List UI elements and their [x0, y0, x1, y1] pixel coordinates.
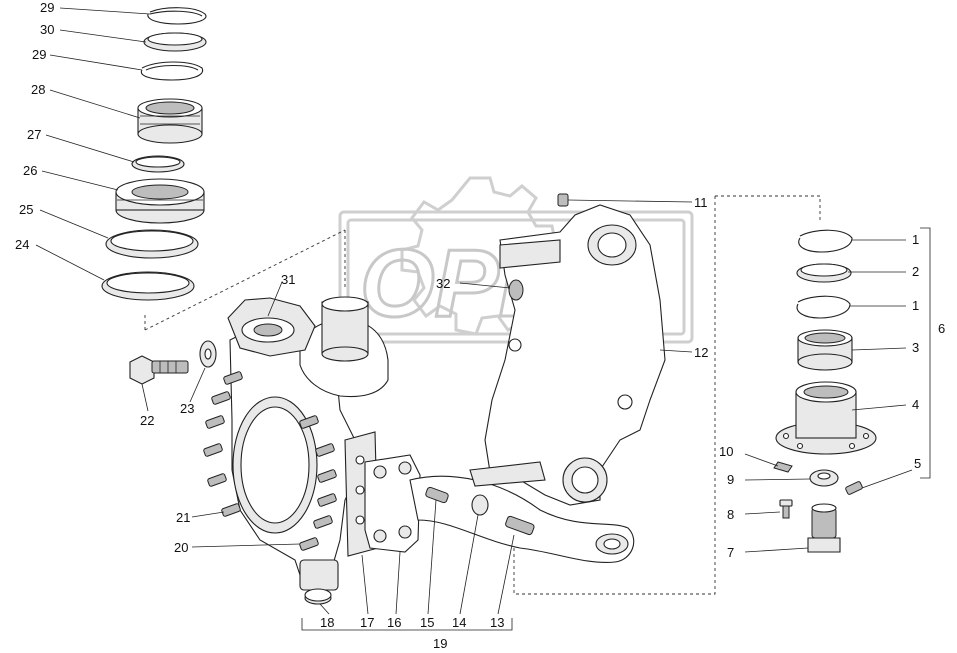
part-11-screw — [557, 193, 569, 207]
callout-1-second: 1 — [912, 298, 919, 313]
part-29-snap-ring-second — [140, 61, 204, 81]
callout-30: 30 — [40, 22, 54, 37]
callout-29-second: 29 — [32, 47, 46, 62]
steering-arm — [364, 454, 635, 563]
part-24-ring — [101, 271, 195, 301]
part-27-ring — [131, 155, 185, 173]
dash-right-2 — [513, 196, 716, 595]
callout-27: 27 — [27, 127, 41, 142]
part-30-ring — [143, 32, 207, 52]
callout-31: 31 — [281, 272, 295, 287]
part-26-thrust-bearing — [115, 178, 205, 224]
callout-3: 3 — [912, 340, 919, 355]
callout-21: 21 — [176, 510, 190, 525]
part-29-snap-ring-top — [147, 7, 207, 25]
callout-18: 18 — [320, 615, 334, 630]
callout-23: 23 — [180, 401, 194, 416]
callout-1: 1 — [912, 232, 919, 247]
part-32-ring — [508, 279, 524, 301]
right-stack — [773, 229, 877, 553]
callout-labels: 29 30 29 28 27 26 25 24 31 32 11 12 22 2… — [15, 0, 945, 651]
part-4-flanged-housing — [775, 381, 877, 455]
dash-left-2 — [144, 229, 346, 331]
dash-right-1 — [715, 195, 821, 222]
callout-10: 10 — [719, 444, 733, 459]
callout-25: 25 — [19, 202, 33, 217]
callout-11: 11 — [694, 195, 708, 210]
callout-26: 26 — [23, 163, 37, 178]
callout-15: 15 — [420, 615, 434, 630]
callout-13: 13 — [490, 615, 504, 630]
callout-6: 6 — [938, 321, 945, 336]
callout-19: 19 — [433, 636, 447, 651]
callout-17: 17 — [360, 615, 374, 630]
part-10-clip — [773, 461, 793, 473]
part-23-washer — [199, 340, 217, 368]
part-14-bushing — [471, 494, 489, 516]
left-stack — [101, 7, 207, 301]
part-9-nut — [809, 469, 839, 487]
part-7-plug — [807, 503, 841, 553]
callout-20: 20 — [174, 540, 188, 555]
callout-28: 28 — [31, 82, 45, 97]
part-16-plate — [364, 454, 421, 553]
part-8-screw — [779, 499, 793, 519]
callout-4: 4 — [912, 397, 919, 412]
callout-29: 29 — [40, 0, 54, 15]
part-3-needle-bearing — [797, 329, 853, 371]
part-12-knuckle — [469, 193, 666, 506]
part-15-pin — [425, 486, 449, 504]
bracket-19 — [301, 618, 513, 631]
part-13-stud — [505, 515, 535, 536]
part-18-plug — [304, 588, 332, 605]
callout-12: 12 — [694, 345, 708, 360]
part-1-snap-ring-top — [798, 229, 853, 253]
callout-2: 2 — [912, 264, 919, 279]
callout-32: 32 — [436, 276, 450, 291]
callout-22: 22 — [140, 413, 154, 428]
part-5-grease-fitting — [845, 481, 863, 495]
callout-7: 7 — [727, 545, 734, 560]
bracket-6 — [920, 227, 931, 479]
callout-5: 5 — [914, 456, 921, 471]
callout-9: 9 — [727, 472, 734, 487]
callout-16: 16 — [387, 615, 401, 630]
part-28-needle-bearing — [137, 98, 203, 144]
callout-14: 14 — [452, 615, 466, 630]
studs-left — [203, 371, 337, 551]
callout-24: 24 — [15, 237, 29, 252]
callout-8: 8 — [727, 507, 734, 522]
part-2-ring — [796, 263, 852, 283]
part-25-ring — [105, 229, 199, 259]
part-1-snap-ring-second — [796, 295, 851, 319]
part-22-bolt — [129, 355, 189, 385]
leader-lines — [35, 7, 913, 615]
